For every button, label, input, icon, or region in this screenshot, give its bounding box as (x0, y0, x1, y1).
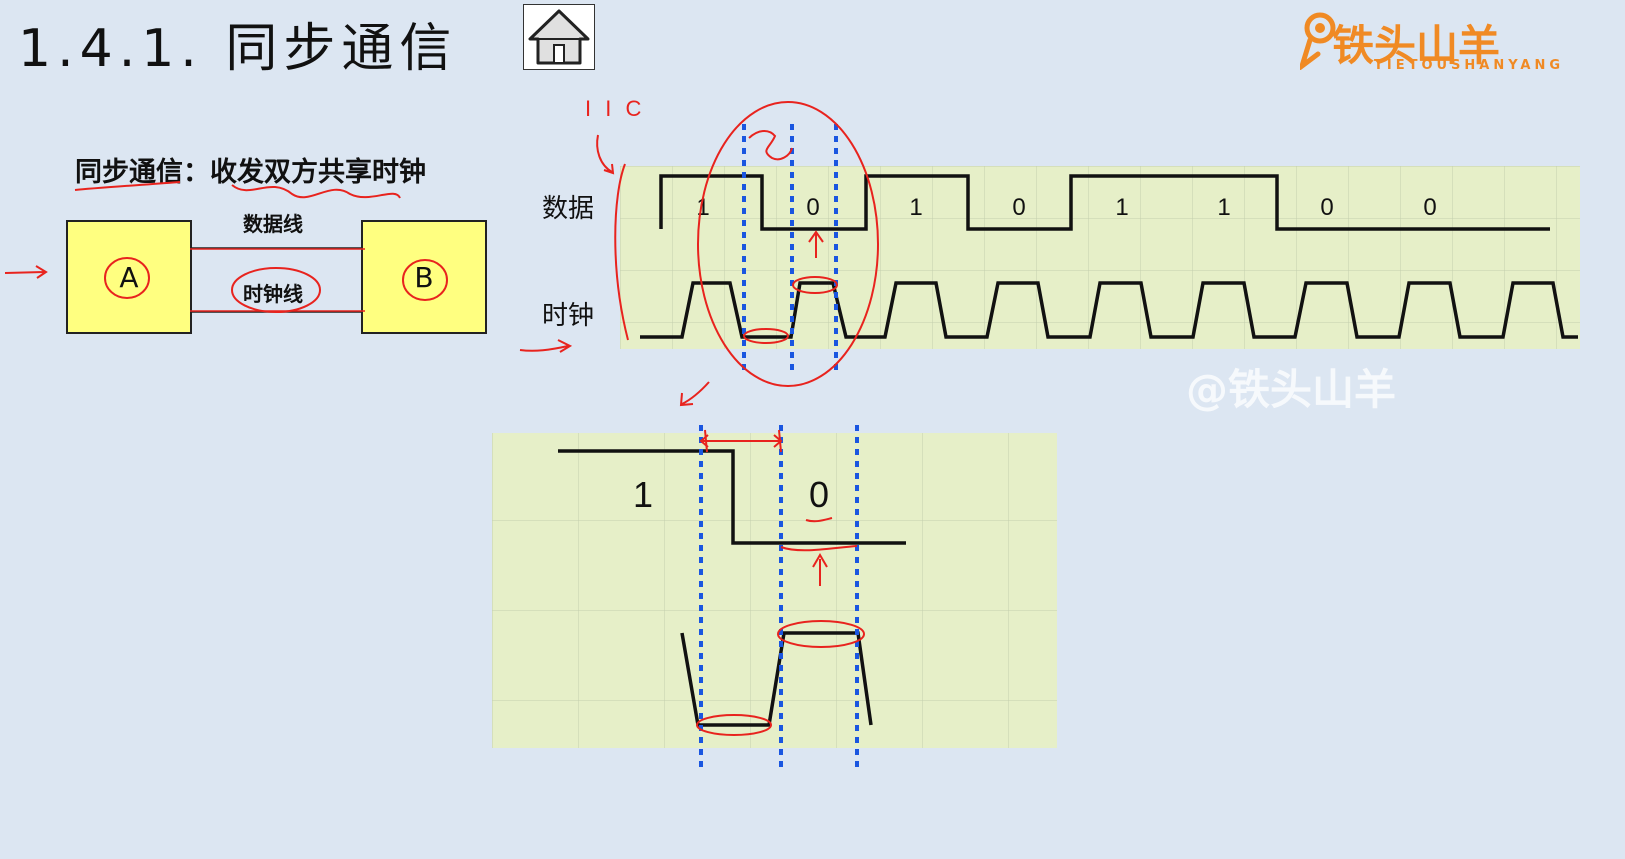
bit-label: 0 (806, 194, 819, 221)
circle-b (402, 259, 448, 301)
up-arrow (808, 230, 824, 258)
underline-zero (805, 517, 833, 523)
bit-label: 0 (1423, 194, 1436, 221)
bit-label: 1 (1115, 194, 1128, 221)
circle-low (743, 328, 789, 344)
data-bits: 1 0 1 0 1 1 0 0 (696, 194, 1436, 221)
circle-high (792, 276, 838, 294)
goat-logo-icon (1300, 12, 1336, 70)
device-a-label: A (119, 260, 139, 294)
arrow-i2c (596, 134, 615, 175)
zoom-circle-low (696, 714, 772, 736)
clock-waveform (640, 281, 1578, 339)
data-waveform (659, 174, 1550, 231)
underline-stroke (74, 181, 181, 191)
zoom-bit-label: 0 (809, 474, 829, 515)
guide-lines (699, 124, 859, 770)
bit-label: 0 (1012, 194, 1025, 221)
home-button[interactable] (523, 4, 595, 70)
red-annotations (4, 101, 879, 736)
data-row-label: 数据 (542, 194, 595, 224)
clock-line-label: 时钟线 (243, 282, 303, 306)
clock-row-label: 时钟 (542, 301, 595, 331)
subtitle: 同步通信：收发双方共享时钟 (75, 157, 426, 188)
zoom-circle-high (777, 620, 865, 648)
zoom-data-waveform (558, 449, 906, 545)
zoom-panel: 1 0 (492, 433, 1057, 748)
house-icon (528, 9, 590, 65)
block-diagram-wires (190, 247, 365, 313)
handwriting-fa (748, 130, 793, 161)
bracket (614, 163, 629, 341)
bit-label: 1 (1217, 194, 1230, 221)
curve-under-low (780, 545, 858, 552)
device-b-box: B (361, 220, 487, 334)
zoom-up-arrow (812, 553, 828, 586)
arrow-left-1 (4, 265, 48, 279)
page-title: 1.4.1. 同步通信 (18, 19, 458, 79)
device-a-box: A (66, 220, 192, 334)
i2c-note: I I C (585, 96, 645, 121)
bit-label: 1 (909, 194, 922, 221)
wavy-underline (231, 184, 401, 199)
big-circle (697, 101, 879, 387)
bit-label: 0 (1320, 194, 1333, 221)
data-line-label: 数据线 (243, 212, 303, 236)
zoom-bit-label: 1 (633, 474, 653, 515)
circle-a (104, 257, 150, 299)
watermark: @铁头山羊 (1186, 365, 1397, 414)
timing-chart-panel: 1 0 1 0 1 1 0 0 (620, 166, 1580, 349)
logo-subtext: TIETOUSHANYANG (1374, 58, 1565, 73)
circle-clock-label (231, 267, 321, 313)
width-ticks (704, 429, 782, 453)
device-b-label: B (414, 260, 434, 294)
down-arrow (679, 381, 710, 407)
logo-text: 铁头山羊 (1332, 21, 1501, 70)
arrow-left-2 (519, 339, 573, 353)
zoom-clock-waveform (680, 631, 873, 727)
